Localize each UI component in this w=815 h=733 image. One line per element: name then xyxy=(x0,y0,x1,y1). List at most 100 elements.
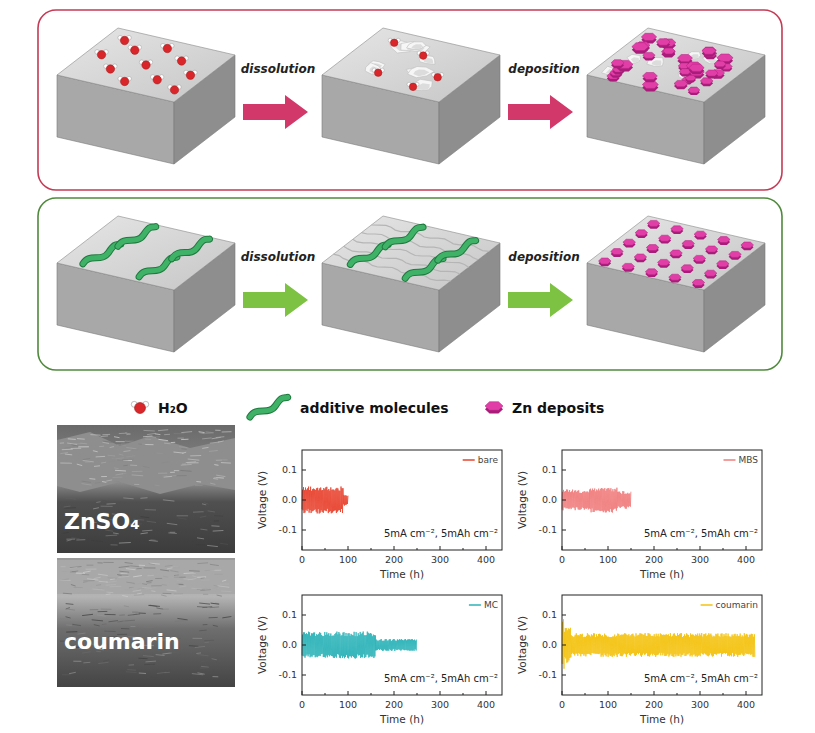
sem-texture xyxy=(172,567,180,568)
sem-texture xyxy=(155,485,160,487)
sem-texture xyxy=(116,441,125,442)
sem-texture xyxy=(109,621,119,622)
test-condition: 5mA cm⁻², 5mAh cm⁻² xyxy=(384,673,498,685)
oxygen-atom xyxy=(419,52,427,60)
sem-texture xyxy=(144,430,155,432)
axis-tick xyxy=(608,691,609,695)
oxygen-atom xyxy=(163,44,171,52)
tick-label: -0.1 xyxy=(279,525,298,536)
sem-texture xyxy=(191,588,201,590)
sem-texture xyxy=(196,544,205,545)
sem-texture xyxy=(94,465,100,467)
sem-texture xyxy=(150,563,160,565)
sem-texture xyxy=(62,674,71,675)
zn-deposit xyxy=(670,250,683,256)
ribbon-edge xyxy=(169,238,211,259)
sem-texture xyxy=(143,436,152,438)
sem-texture xyxy=(93,451,98,452)
sem-texture xyxy=(199,635,205,636)
process-arrow xyxy=(508,283,573,317)
sem-texture xyxy=(199,630,207,632)
zn-deposit xyxy=(729,251,742,257)
sem-texture xyxy=(206,431,214,433)
axis-tick xyxy=(562,470,566,471)
oxygen-atom xyxy=(390,39,398,47)
voltage-trace xyxy=(562,488,631,513)
sem-texture xyxy=(114,437,120,438)
sem-texture xyxy=(118,621,124,622)
sem-texture xyxy=(97,581,107,583)
oxygen-atom xyxy=(374,69,382,77)
sem-texture xyxy=(82,481,91,482)
sem-texture xyxy=(83,582,88,583)
axis-tick xyxy=(325,548,326,550)
zn-deposit xyxy=(700,78,713,84)
axis-tick xyxy=(394,691,395,695)
sem-texture xyxy=(199,431,205,433)
sem-texture xyxy=(169,577,181,578)
tick-label: 200 xyxy=(645,555,663,566)
axis-tick xyxy=(608,546,609,550)
zn-deposit xyxy=(704,270,717,276)
sem-texture xyxy=(64,506,71,508)
block-top xyxy=(322,28,500,102)
axis-tick xyxy=(562,530,566,531)
sem-texture xyxy=(102,442,109,443)
zn-deposit xyxy=(663,48,675,54)
sem-texture xyxy=(198,655,209,656)
sem-texture xyxy=(203,510,208,511)
zn-deposit xyxy=(702,48,716,55)
axis-tick xyxy=(486,546,487,550)
zinc-block xyxy=(322,28,500,164)
tick-label: 400 xyxy=(477,555,495,566)
sem-texture xyxy=(110,586,122,588)
sem-texture xyxy=(208,511,215,512)
water-molecule xyxy=(118,76,131,85)
tick-label: 0.0 xyxy=(282,495,297,506)
water-molecule xyxy=(128,45,141,54)
sem-texture xyxy=(114,467,119,469)
sem-texture xyxy=(118,574,128,576)
sem-texture xyxy=(189,645,199,647)
sem-texture xyxy=(163,593,172,594)
sem-texture xyxy=(127,669,135,671)
tick-label: 0 xyxy=(559,700,565,711)
sem-texture xyxy=(82,484,92,486)
sem-texture xyxy=(119,542,131,544)
sem-texture xyxy=(70,567,82,568)
tick-label: -0.1 xyxy=(539,525,558,536)
sem-texture xyxy=(216,475,225,477)
sem-texture xyxy=(138,658,147,660)
axis-tick xyxy=(677,548,678,550)
oxygen-atom xyxy=(409,83,417,91)
sem-texture xyxy=(89,478,95,480)
sem-texture xyxy=(69,672,76,673)
ribbon-edge xyxy=(383,226,425,247)
plot-frame xyxy=(302,595,502,695)
zn-deposit xyxy=(634,254,647,260)
sem-texture xyxy=(76,573,85,574)
sem-texture xyxy=(147,582,152,584)
process-arrow xyxy=(243,95,308,129)
sem-texture xyxy=(143,656,154,657)
sem-texture xyxy=(170,571,178,572)
axis-tick xyxy=(348,691,349,695)
sem-texture xyxy=(179,446,187,448)
zn-deposit xyxy=(702,47,716,54)
axis-tick xyxy=(302,530,306,531)
sem-texture xyxy=(105,568,113,569)
sem-texture xyxy=(125,563,133,564)
dissolution-pit xyxy=(407,42,427,50)
sem-texture xyxy=(123,459,134,461)
sem-texture xyxy=(129,587,134,588)
sem-texture xyxy=(60,618,70,619)
sem-texture xyxy=(98,588,105,589)
sem-texture xyxy=(170,532,176,533)
zn-deposit xyxy=(635,230,648,236)
sem-texture xyxy=(91,540,103,541)
tick-label: 0.1 xyxy=(542,465,557,476)
additive-molecule xyxy=(383,226,425,247)
axis-tick xyxy=(302,645,306,646)
